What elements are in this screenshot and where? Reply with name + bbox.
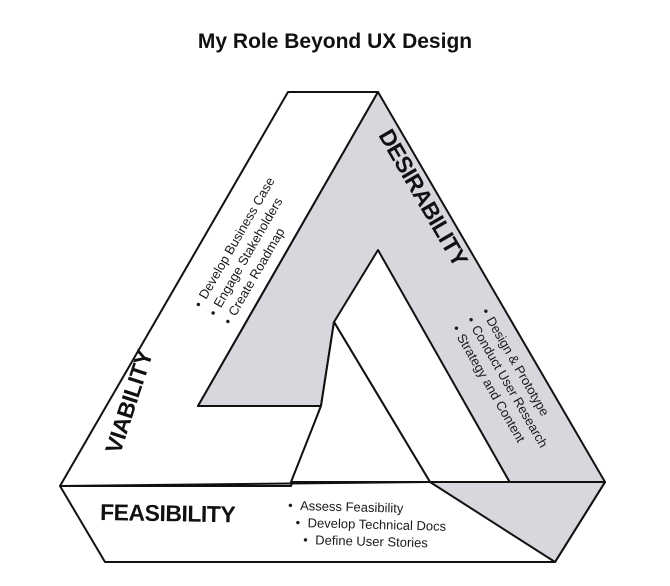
viability-item-bullet: •	[191, 298, 206, 310]
desirability-item-bullet: •	[449, 322, 464, 334]
feasibility-item: Develop Technical Docs	[307, 515, 446, 534]
feasibility-item-bullet: •	[303, 532, 308, 547]
desirability-item-bullet: •	[478, 305, 493, 317]
inner-hollow	[290, 321, 431, 483]
viability-item-bullet: •	[220, 315, 235, 327]
feasibility-item: Assess Feasibility	[300, 498, 404, 516]
feasibility-gray-edge	[429, 481, 606, 563]
feasibility-item: Define User Stories	[315, 532, 429, 550]
feasibility-label: FEASIBILITY	[100, 499, 236, 527]
feasibility-top-edge	[59, 481, 431, 487]
desirability-item-bullet: •	[464, 314, 479, 326]
viability-item-bullet: •	[205, 307, 220, 319]
feasibility-item-bullet: •	[295, 515, 300, 530]
feasibility-item-bullet: •	[288, 498, 293, 513]
page-title: My Role Beyond UX Design	[197, 30, 473, 53]
